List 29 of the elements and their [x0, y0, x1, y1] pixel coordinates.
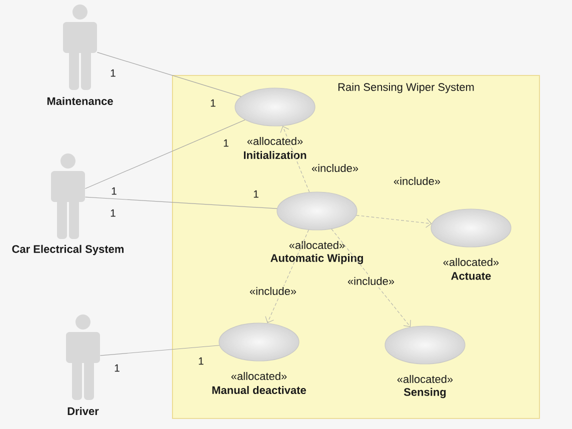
use-case-name: Sensing — [404, 388, 446, 398]
multiplicity-label: 1 — [110, 209, 116, 217]
use-case-name: Manual deactivate — [212, 386, 306, 394]
multiplicity-label: 1 — [254, 190, 258, 198]
stereotype-label: «allocated» — [289, 240, 345, 250]
actor-name: Maintenance — [47, 96, 113, 106]
actor-name: Car Electrical System — [12, 244, 124, 256]
line — [84, 196, 278, 209]
dashed-arrow — [356, 215, 432, 228]
multiplicity-label: 1 — [198, 357, 204, 365]
line — [84, 120, 246, 189]
stereotype-label: «allocated» — [397, 374, 453, 384]
dashed-arrow — [280, 126, 310, 192]
line — [96, 52, 242, 97]
stereotype-label: «allocated» — [443, 258, 499, 266]
dashed-arrow — [331, 228, 411, 327]
multiplicity-label: 1 — [224, 139, 228, 147]
stereotype-label: «allocated» — [247, 136, 303, 146]
multiplicity-label: 1 — [110, 69, 116, 77]
actor-name: Driver — [68, 406, 99, 416]
multiplicity-label: 1 — [114, 364, 120, 372]
multiplicity-label: 1 — [210, 99, 216, 107]
dashed-arrow — [265, 230, 309, 324]
stereotype-label: «allocated» — [231, 372, 287, 380]
line — [100, 345, 220, 356]
use-case-name: Initialization — [244, 150, 306, 160]
use-case-name: Automatic Wiping — [270, 254, 363, 264]
use-case-name: Actuate — [451, 272, 491, 280]
multiplicity-label: 1 — [112, 187, 116, 195]
